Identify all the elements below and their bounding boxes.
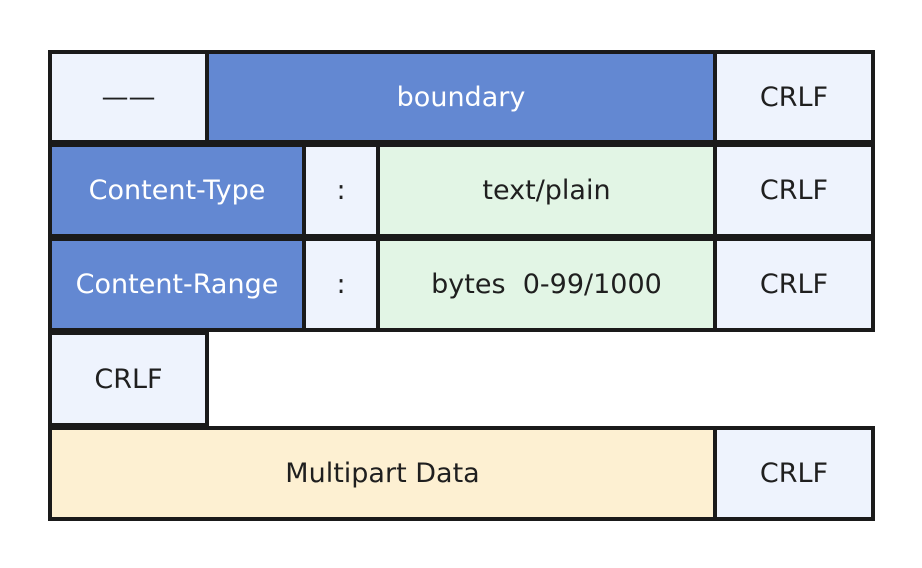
crlf-cell-row4: CRLF [48,331,209,427]
crlf-label-row1: CRLF [759,81,829,113]
crlf-label-row3: CRLF [759,269,829,300]
dash-prefix-cell: —— [48,50,209,144]
crlf-cell-row2: CRLF [713,143,875,238]
colon-cell-row2: : [302,143,380,238]
colon-cell-row3: : [302,237,380,332]
crlf-label-row4: CRLF [94,363,163,395]
colon-label-row3: : [336,269,346,300]
content-type-header-label: Content-Type [88,175,266,206]
crlf-cell-row1: CRLF [713,50,875,144]
content-type-value-cell: text/plain [376,143,717,238]
dash-prefix-label: —— [101,81,156,113]
content-range-value-label: bytes 0-99/1000 [431,269,662,300]
crlf-label-row2: CRLF [759,175,829,206]
content-type-value-label: text/plain [482,175,611,206]
content-range-value-cell: bytes 0-99/1000 [376,237,717,332]
crlf-label-row5: CRLF [759,458,829,489]
multipart-data-label: Multipart Data [285,458,480,489]
colon-label-row2: : [336,175,346,206]
content-range-header-label: Content-Range [75,269,279,300]
crlf-cell-row5: CRLF [713,426,875,521]
boundary-cell: boundary [205,50,717,144]
crlf-cell-row3: CRLF [713,237,875,332]
content-type-header-cell: Content-Type [48,143,306,238]
content-range-header-cell: Content-Range [48,237,306,332]
multipart-data-cell: Multipart Data [48,426,717,521]
boundary-label: boundary [396,81,526,113]
